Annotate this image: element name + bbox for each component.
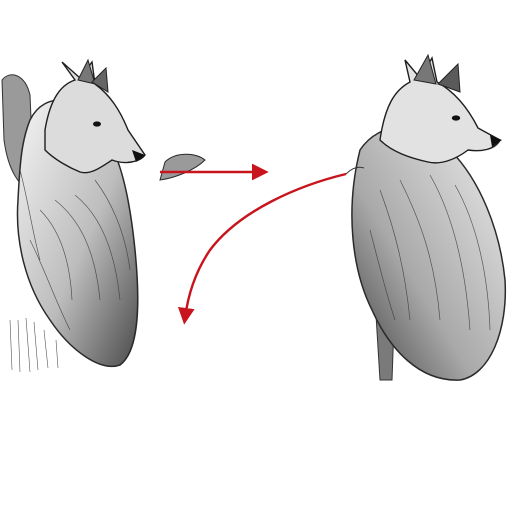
right-wolf-head	[379, 56, 501, 164]
curved-red-arrow	[177, 172, 347, 325]
right-wolf-eye	[451, 115, 461, 121]
left-wolf-ear-2	[91, 66, 109, 93]
dart-feather	[159, 153, 206, 181]
right-heart-attachment	[345, 166, 365, 175]
left-heart-hatching	[19, 169, 131, 331]
right-wolf-ear-2	[437, 62, 461, 93]
right-heart-illustration	[345, 53, 507, 381]
left-heart-fibers	[9, 317, 59, 373]
left-wolf-eye	[93, 121, 101, 127]
dart-arrow	[159, 153, 269, 181]
right-wolf-ear-1	[413, 53, 437, 85]
right-heart-hatching	[369, 174, 491, 331]
left-wolf-head	[44, 60, 146, 174]
left-wolf-nose	[132, 150, 145, 162]
left-wolf-ear-1	[77, 58, 96, 85]
left-heart-illustration	[1, 58, 146, 373]
right-wolf-nose	[490, 135, 502, 147]
